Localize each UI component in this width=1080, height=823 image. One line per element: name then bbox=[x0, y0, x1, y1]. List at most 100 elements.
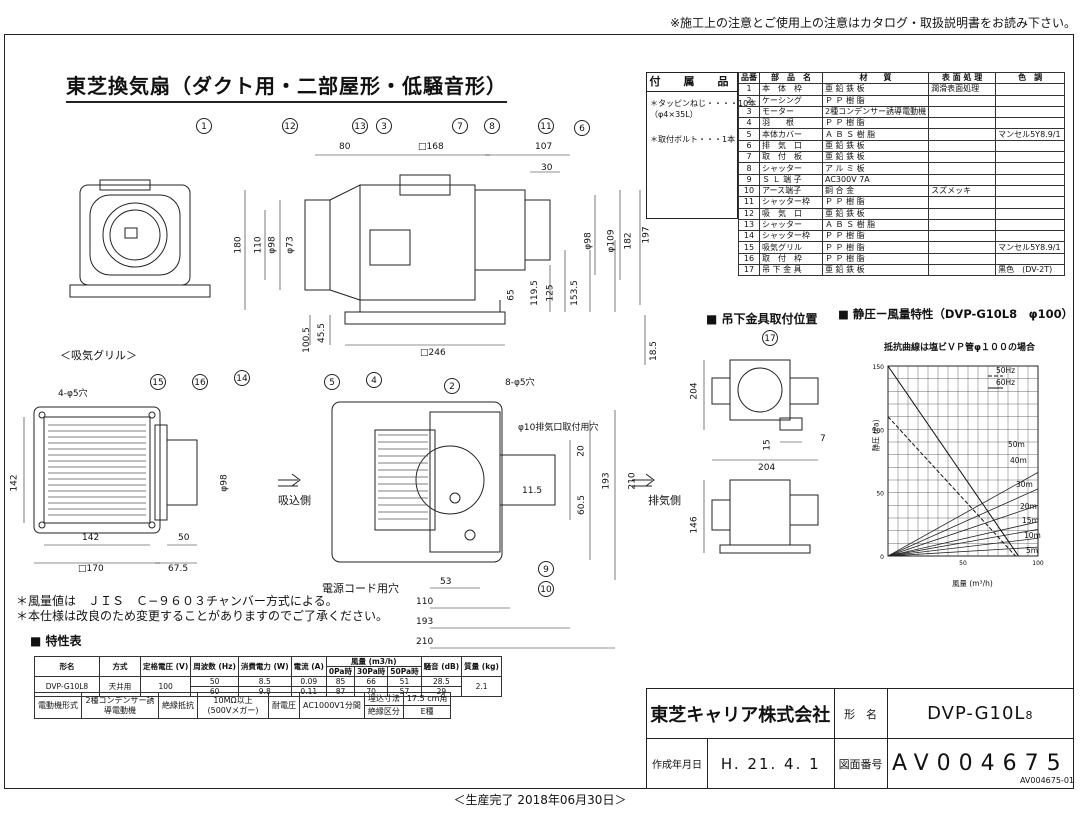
withstand-voltage-value: AC1000V1分間 bbox=[299, 692, 365, 719]
dim-phi109: φ109 bbox=[606, 229, 617, 253]
chart-y-tick: 150 bbox=[873, 364, 885, 371]
note-change: ＊本仕様は改良のため変更することがありますのでご了承ください。 bbox=[16, 609, 389, 623]
chart-legend-60hz: 60Hz bbox=[996, 378, 1016, 387]
inlet-side-label: 吸込側 bbox=[278, 494, 311, 507]
parts-col-color: 色 調 bbox=[995, 71, 1066, 85]
dim-80: 80 bbox=[339, 142, 351, 152]
parts-cell bbox=[995, 162, 1066, 175]
dim-107: 107 bbox=[535, 142, 553, 152]
resistance-curve-30m bbox=[887, 504, 1039, 557]
parts-col-material: 材 質 bbox=[821, 71, 930, 85]
parts-cell: 1 bbox=[738, 83, 760, 96]
spec-table: 形名 方式 定格電圧 (V) 周波数 (Hz) 消費電力 (W) 電流 (A) … bbox=[34, 656, 502, 697]
insulation-resistance-label: 絶縁抵抗 bbox=[158, 692, 198, 719]
grille-caption: ＜吸気グリル＞ bbox=[60, 349, 137, 362]
dim-18-5: 18.5 bbox=[649, 340, 660, 362]
hanger-dim-146: 146 bbox=[689, 516, 700, 534]
pq-chart-grid bbox=[887, 365, 1039, 557]
drawing-number: AV004675 bbox=[886, 738, 1075, 789]
front-cord-hole bbox=[464, 529, 476, 541]
production-end-note: ＜生産完了 2018年06月30日＞ bbox=[453, 793, 627, 807]
parts-cell bbox=[995, 173, 1066, 186]
parts-cell bbox=[995, 196, 1066, 209]
corner-drawing-id: AV004675-01 bbox=[1019, 776, 1074, 785]
parts-cell: ア ル ミ 板 bbox=[821, 162, 930, 175]
part-bubble-12: 12 bbox=[282, 118, 298, 134]
parts-cell: スズメッキ bbox=[928, 184, 997, 198]
chart-subtitle: 抵抗曲線は塩ビＶＰ管φ１００の場合 bbox=[884, 343, 1036, 353]
parts-col-no: 品番 bbox=[738, 71, 760, 85]
outlet-duct bbox=[524, 199, 551, 261]
parts-cell bbox=[995, 207, 1066, 220]
front-dim-53: 53 bbox=[440, 577, 452, 587]
grille-hole-label: 4-φ5穴 bbox=[58, 389, 88, 399]
part-bubble-3: 3 bbox=[376, 118, 392, 134]
part-bubble-7: 7 bbox=[452, 118, 468, 134]
parts-cell bbox=[928, 196, 997, 209]
part-bubble-2: 2 bbox=[444, 378, 460, 394]
accessory-screw-size: （φ4×35L） bbox=[650, 110, 698, 119]
model-number: DVP-G10L8 bbox=[886, 688, 1075, 739]
dim-197: 197 bbox=[641, 226, 652, 244]
hanger-dim-204-h: 204 bbox=[758, 463, 776, 473]
parts-cell: 亜 鉛 鉄 板 bbox=[821, 151, 930, 164]
duct-inlet-left bbox=[304, 199, 331, 291]
part-bubble-11: 11 bbox=[538, 118, 554, 134]
hanger-dim-15: 15 bbox=[762, 439, 773, 451]
parts-cell: Ｐ Ｐ 樹 脂 bbox=[821, 196, 930, 209]
parts-cell: Ｐ Ｐ 樹 脂 bbox=[821, 252, 930, 266]
parts-cell bbox=[995, 94, 1066, 107]
parts-col-finish: 表 面 処 理 bbox=[928, 71, 997, 85]
parts-cell: 亜 鉛 鉄 板 bbox=[821, 264, 930, 277]
parts-cell bbox=[928, 207, 997, 220]
dim-100-5: 100.5 bbox=[301, 327, 312, 353]
insulation-class-value: E種 bbox=[402, 705, 452, 719]
dim-119-5: 119.5 bbox=[529, 280, 540, 306]
spec-h-50pa: 50Pa時 bbox=[387, 666, 422, 677]
parts-cell bbox=[995, 83, 1066, 96]
part-bubble-13: 13 bbox=[352, 118, 368, 134]
motor-housing bbox=[399, 174, 451, 196]
parts-cell bbox=[928, 241, 997, 254]
flow-arrows bbox=[278, 473, 655, 487]
spec-h-0pa: 0Pa時 bbox=[325, 666, 356, 677]
parts-cell: 3 bbox=[738, 105, 760, 119]
spec-50-power: 8.5 bbox=[237, 676, 292, 687]
parts-cell bbox=[995, 139, 1066, 153]
hanger-top-inlet bbox=[711, 377, 731, 405]
drawing-frame bbox=[4, 34, 1074, 789]
grille-dim-50: 50 bbox=[178, 533, 190, 543]
parts-cell: シャッター枠 bbox=[759, 230, 823, 243]
parts-cell: 13 bbox=[738, 218, 760, 232]
dim-110: 110 bbox=[253, 236, 264, 254]
embed-size-value: 17.5 cm角 bbox=[402, 692, 452, 706]
grille-dim-142-v: 142 bbox=[9, 474, 20, 492]
hanger-section-title: ■ 吊下金具取付位置 bbox=[706, 312, 818, 326]
accessories-title: 付 属 品 bbox=[647, 73, 737, 92]
motor-block bbox=[369, 229, 411, 266]
parts-cell: 亜 鉛 鉄 板 bbox=[821, 139, 930, 153]
parts-cell bbox=[928, 105, 997, 119]
grille-slats bbox=[48, 424, 146, 516]
hanger-dimension-lines bbox=[703, 360, 818, 553]
page-title: 東芝換気扇（ダクト用・二部屋形・低騒音形） bbox=[66, 70, 507, 103]
spec-title: 特性表 bbox=[45, 634, 82, 648]
part-bubble-6: 6 bbox=[574, 120, 590, 136]
parts-cell: 2 bbox=[738, 94, 760, 107]
parts-cell bbox=[995, 184, 1066, 198]
resistance-curve-10m bbox=[887, 537, 1039, 557]
chart-legend-50hz: 50Hz bbox=[996, 366, 1016, 375]
hanger-top-fan bbox=[737, 367, 783, 413]
insulation-class-label: 絶縁区分 bbox=[363, 705, 404, 719]
curve-label-10m: 10m bbox=[1024, 531, 1041, 540]
accessory-screws: ＊タッピンねじ・・・・10本 bbox=[650, 99, 757, 108]
spec-h-30pa: 30Pa時 bbox=[353, 666, 389, 677]
front-dim-210-h: 210 bbox=[416, 637, 434, 647]
parts-cell: Ａ Ｂ Ｓ 樹 脂 bbox=[821, 218, 930, 232]
